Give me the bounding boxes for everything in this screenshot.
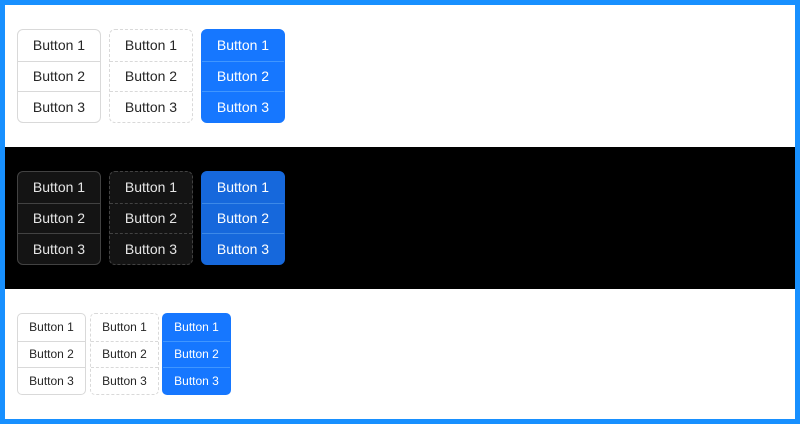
button-1[interactable]: Button 1: [32, 37, 86, 54]
dark-theme-section: Button 1 Button 2 Button 3 Button 1 Butt…: [5, 147, 795, 289]
button-1[interactable]: Button 1: [32, 179, 86, 196]
button-3[interactable]: Button 3: [110, 233, 192, 264]
button-3[interactable]: Button 3: [202, 91, 284, 122]
button-2[interactable]: Button 2: [110, 202, 192, 234]
vertical-button-group-primary: Button 1 Button 2 Button 3: [201, 171, 285, 265]
button-1[interactable]: Button 1: [29, 320, 74, 335]
button-1[interactable]: Button 1: [124, 37, 178, 54]
button-3[interactable]: Button 3: [163, 367, 230, 394]
vertical-button-group-dashed: Button 1 Button 2 Button 3: [109, 171, 193, 265]
button-3[interactable]: Button 3: [18, 367, 85, 394]
button-3[interactable]: Button 3: [110, 91, 192, 122]
vertical-button-group-default-small: Button 1 Button 2 Button 3: [17, 313, 86, 395]
vertical-button-group-dashed-small: Button 1 Button 2 Button 3: [90, 313, 159, 395]
button-3[interactable]: Button 3: [18, 233, 100, 264]
button-3[interactable]: Button 3: [91, 367, 158, 394]
button-2[interactable]: Button 2: [18, 202, 100, 234]
vertical-button-group-primary-small: Button 1 Button 2 Button 3: [162, 313, 231, 395]
vertical-button-group-default: Button 1 Button 2 Button 3: [17, 171, 101, 265]
small-size-section: Button 1 Button 2 Button 3 Button 1 Butt…: [5, 289, 795, 419]
button-1[interactable]: Button 1: [216, 179, 270, 196]
button-1[interactable]: Button 1: [124, 179, 178, 196]
button-2[interactable]: Button 2: [163, 340, 230, 368]
button-2[interactable]: Button 2: [202, 202, 284, 234]
vertical-button-group-primary: Button 1 Button 2 Button 3: [201, 29, 285, 123]
button-1[interactable]: Button 1: [216, 37, 270, 54]
vertical-button-group-default: Button 1 Button 2 Button 3: [17, 29, 101, 123]
button-2[interactable]: Button 2: [110, 60, 192, 92]
button-2[interactable]: Button 2: [18, 60, 100, 92]
button-2[interactable]: Button 2: [18, 340, 85, 368]
button-2[interactable]: Button 2: [91, 340, 158, 368]
button-1[interactable]: Button 1: [174, 320, 219, 335]
light-theme-section: Button 1 Button 2 Button 3 Button 1 Butt…: [5, 5, 795, 147]
button-3[interactable]: Button 3: [202, 233, 284, 264]
button-2[interactable]: Button 2: [202, 60, 284, 92]
button-3[interactable]: Button 3: [18, 91, 100, 122]
button-1[interactable]: Button 1: [102, 320, 147, 335]
vertical-button-group-dashed: Button 1 Button 2 Button 3: [109, 29, 193, 123]
